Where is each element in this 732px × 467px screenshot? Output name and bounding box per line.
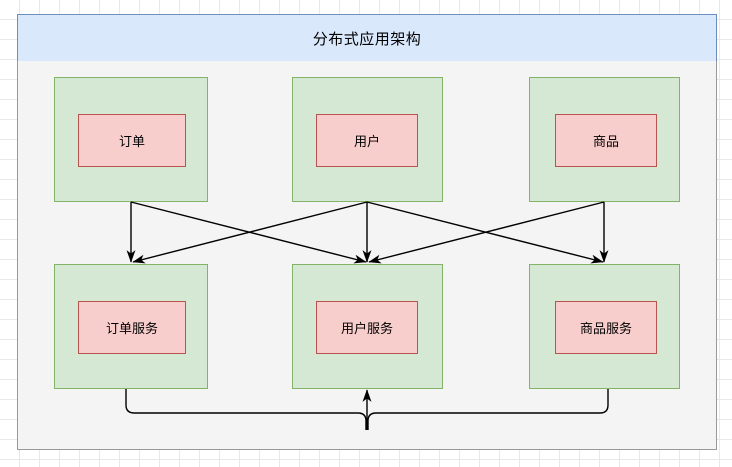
node-order-service[interactable]: 订单服务 [78, 301, 186, 354]
group-order-app[interactable]: 订单 [54, 77, 208, 202]
node-label: 订单服务 [105, 322, 158, 337]
group-product-service[interactable]: 商品服务 [529, 264, 680, 389]
node-label: 用户 [353, 135, 380, 150]
node-label: 订单 [118, 135, 145, 150]
node-product-app[interactable]: 商品 [555, 114, 657, 167]
node-user-app[interactable]: 用户 [316, 114, 418, 167]
node-label: 商品 [592, 135, 619, 150]
group-user-service[interactable]: 用户服务 [292, 264, 443, 389]
node-product-service[interactable]: 商品服务 [555, 301, 657, 354]
node-order-app[interactable]: 订单 [78, 114, 186, 167]
page-title: 分布式应用架构 [312, 29, 422, 48]
group-user-app[interactable]: 用户 [292, 77, 443, 202]
frame-title-bar: 分布式应用架构 [17, 14, 717, 62]
node-label: 用户服务 [340, 322, 393, 337]
group-order-service[interactable]: 订单服务 [54, 264, 208, 389]
node-user-service[interactable]: 用户服务 [316, 301, 418, 354]
group-product-app[interactable]: 商品 [529, 77, 680, 202]
node-label: 商品服务 [579, 322, 632, 337]
